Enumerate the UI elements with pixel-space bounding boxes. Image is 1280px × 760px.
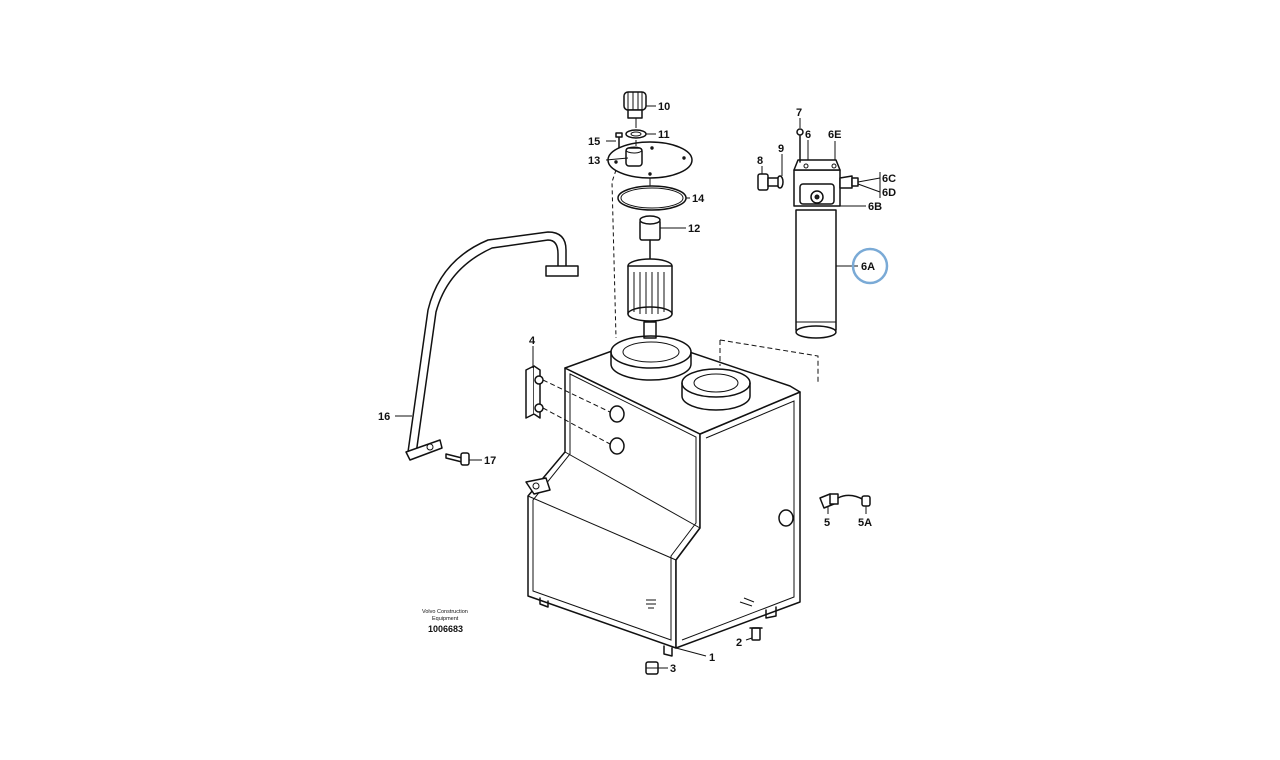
callout-12[interactable]: 12 [688, 223, 700, 235]
callout-5a[interactable]: 5A [858, 517, 872, 529]
bolt-part-17[interactable] [445, 452, 470, 466]
callout-5[interactable]: 5 [824, 517, 830, 529]
callout-6a-highlight [851, 247, 889, 285]
brand-line-2: Equipment [432, 616, 459, 622]
brand-line-1: Volvo Construction [422, 609, 468, 615]
callout-9[interactable]: 9 [778, 143, 784, 155]
strainer-element[interactable] [627, 258, 673, 339]
callout-11[interactable]: 11 [658, 129, 670, 141]
oring-part-14[interactable] [617, 185, 687, 211]
callout-13[interactable]: 13 [588, 155, 600, 167]
callout-16[interactable]: 16 [378, 411, 390, 423]
drain-plug-part-3[interactable] [645, 661, 659, 675]
filler-cap-part-10[interactable] [623, 91, 647, 119]
callout-6e[interactable]: 6E [828, 129, 841, 141]
callout-10[interactable]: 10 [658, 101, 670, 113]
sensor-part-5[interactable] [819, 493, 839, 509]
assembly-axis [635, 118, 651, 186]
callout-6a[interactable]: 6A [861, 261, 875, 273]
callout-14[interactable]: 14 [692, 193, 705, 205]
callout-6[interactable]: 6 [805, 129, 811, 141]
callout-labels: 10 11 15 13 14 12 4 16 17 7 6 6E 9 8 6C … [378, 101, 896, 675]
callout-8[interactable]: 8 [757, 155, 763, 167]
seal-ring-part-11[interactable] [625, 129, 647, 139]
callout-6d[interactable]: 6D [882, 187, 896, 199]
bracket-part-4[interactable] [525, 365, 611, 445]
callout-17[interactable]: 17 [484, 455, 496, 467]
figure-code: 1006683 [428, 624, 463, 634]
callout-7[interactable]: 7 [796, 107, 802, 119]
cover-plate-part-13[interactable] [607, 141, 693, 179]
sensor-cable-part-5a[interactable] [837, 494, 871, 507]
callout-1[interactable]: 1 [709, 652, 715, 664]
callout-6c[interactable]: 6C [882, 173, 896, 185]
callout-4[interactable]: 4 [529, 335, 536, 347]
adapter-part-12[interactable] [639, 215, 661, 263]
callout-3[interactable]: 3 [670, 663, 676, 675]
callout-6b[interactable]: 6B [868, 201, 882, 213]
return-filter-part-6[interactable] [793, 159, 859, 339]
hydraulic-tank[interactable] [525, 335, 801, 657]
handrail-part-16[interactable] [405, 231, 579, 461]
callout-2[interactable]: 2 [736, 637, 742, 649]
callout-leaders [395, 105, 881, 669]
callout-15[interactable]: 15 [588, 136, 600, 148]
filter-connection-line [719, 339, 819, 384]
screw-part-7[interactable] [796, 128, 804, 163]
plug-part-8[interactable] [757, 173, 779, 191]
drain-plug-part-2[interactable] [749, 627, 763, 641]
